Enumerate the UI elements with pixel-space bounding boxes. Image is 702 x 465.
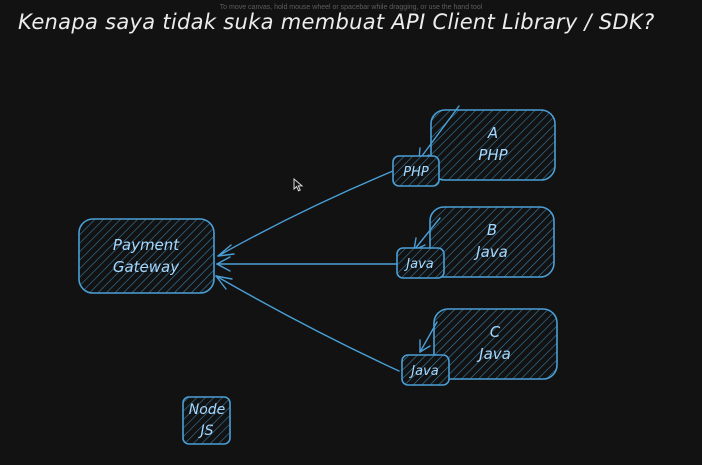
- service-b-label-line1: B: [487, 221, 497, 239]
- mouse-pointer-icon: [293, 178, 304, 192]
- canvas-hint: To move canvas, hold mouse wheel or spac…: [219, 4, 483, 11]
- sdk-java-c-label: Java: [408, 364, 438, 379]
- service-a-label-line1: A: [487, 124, 498, 142]
- node-js-label-line1: Node: [189, 402, 226, 418]
- sdk-java-b-chip[interactable]: Java: [396, 247, 445, 279]
- payment-gateway-label-line2: Gateway: [113, 258, 180, 276]
- node-js-box[interactable]: Node JS: [182, 396, 231, 445]
- sdk-java-c-chip[interactable]: Java: [401, 354, 450, 386]
- page-title[interactable]: Kenapa saya tidak suka membuat API Clien…: [18, 10, 655, 34]
- node-js-label-line2: JS: [197, 423, 213, 439]
- service-a-box[interactable]: A PHP: [430, 109, 556, 181]
- arrow-php-to-gateway[interactable]: [217, 170, 394, 257]
- arrow-java-b-to-gateway[interactable]: [216, 256, 398, 272]
- arrow-service-c-to-java-sdk[interactable]: [419, 321, 438, 353]
- service-c-label-line1: C: [490, 323, 501, 341]
- payment-gateway-box[interactable]: Payment Gateway: [78, 218, 215, 294]
- sdk-php-label: PHP: [403, 165, 429, 180]
- service-b-box[interactable]: B Java: [429, 206, 555, 278]
- sdk-java-b-label: Java: [403, 257, 433, 272]
- sdk-php-chip[interactable]: PHP: [392, 155, 440, 187]
- service-c-box[interactable]: C Java: [433, 308, 558, 380]
- service-c-label-line2: Java: [476, 345, 511, 363]
- payment-gateway-label-line1: Payment: [113, 236, 180, 254]
- arrow-java-c-to-gateway[interactable]: [215, 275, 400, 372]
- service-b-label-line2: Java: [473, 243, 508, 261]
- service-a-label-line2: PHP: [478, 146, 508, 164]
